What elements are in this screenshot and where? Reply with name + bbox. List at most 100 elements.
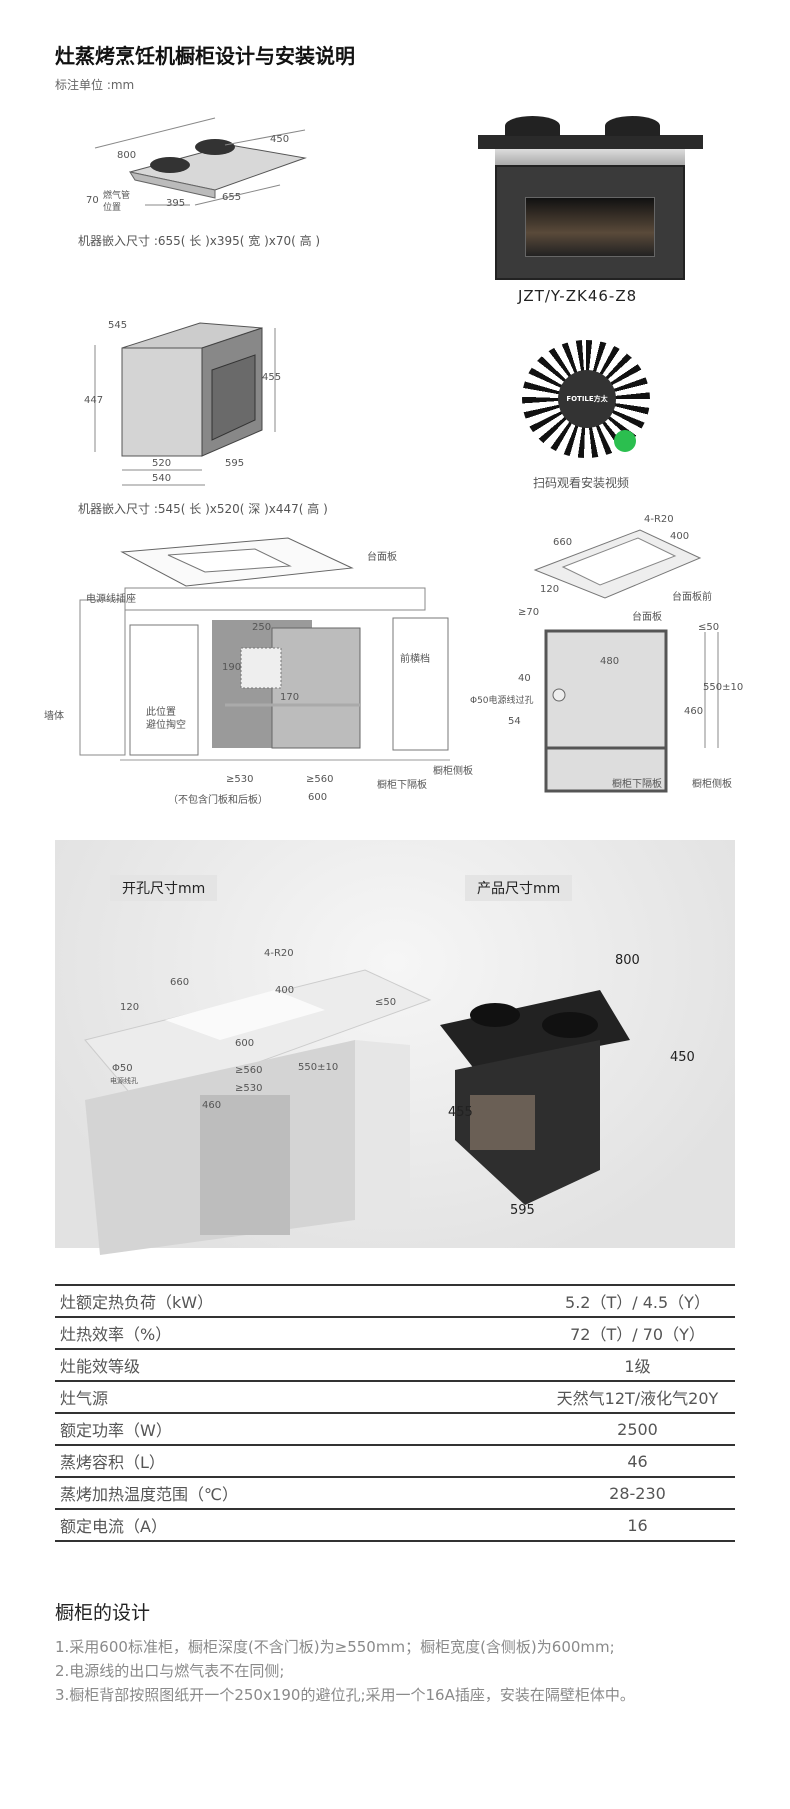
dim-540: 540: [152, 473, 172, 484]
burner-right: [605, 116, 660, 136]
dim-450: 450: [270, 134, 290, 145]
pdim-phi50: Φ50: [112, 1063, 133, 1074]
design-item-3: 3.橱柜背部按照图纸开一个250x190的避位孔;采用一个16A插座，安装在隔壁…: [55, 1686, 635, 1704]
miniprogram-icon: [614, 430, 636, 452]
dim-460: 460: [684, 706, 704, 717]
dim-50: ≤50: [698, 622, 720, 633]
pdim-800: 800: [615, 953, 640, 968]
design-item-1: 1.采用600标准柜，橱柜深度(不含门板)为≥550mm；橱柜宽度(含侧板)为6…: [55, 1638, 615, 1656]
spec-label: 灶能效等级: [55, 1349, 395, 1382]
dim-550: 550±10: [703, 682, 744, 693]
pdim-550: 550±10: [298, 1062, 339, 1073]
page-title: 灶蒸烤烹饪机橱柜设计与安装说明: [55, 44, 355, 68]
dim-40: 40: [518, 673, 531, 684]
spec-value: 2500: [395, 1413, 735, 1446]
dim-250: 250: [252, 622, 272, 633]
label-wall: 墙体: [44, 711, 64, 722]
spec-value: 天然气12T/液化气20Y: [395, 1381, 735, 1414]
label-lower-shelf: 橱柜下隔板: [377, 780, 427, 791]
spec-value: 1级: [395, 1349, 735, 1382]
spec-row: 灶热效率（%）72（T）/ 70（Y）: [55, 1317, 735, 1350]
spec-row: 灶额定热负荷（kW）5.2（T）/ 4.5（Y）: [55, 1284, 735, 1318]
dim-480: 480: [600, 656, 620, 667]
gas-label-1: 燃气管: [103, 191, 131, 201]
dim-190: 190: [222, 662, 242, 673]
spec-label: 灶热效率（%）: [55, 1317, 395, 1350]
dim-655: 655: [222, 192, 242, 203]
cabinet-left-drawing: [79, 537, 450, 761]
pdim-450: 450: [670, 1050, 695, 1065]
spec-value: 72（T）/ 70（Y）: [395, 1317, 735, 1350]
pdim-hole: 电源线孔: [110, 1077, 138, 1085]
spec-row: 额定电流（A）16: [55, 1509, 735, 1542]
dim-545: 545: [108, 320, 128, 331]
spec-row: 额定功率（W）2500: [55, 1413, 735, 1446]
dim-595: 595: [225, 458, 245, 469]
pdim-600: 600: [235, 1038, 255, 1049]
dim-54: 54: [508, 716, 521, 727]
label-side: 橱柜侧板: [692, 779, 732, 790]
dim-600: 600: [308, 792, 328, 803]
dim-530: ≥530: [226, 774, 254, 785]
unit-note: 标注单位 :mm: [55, 78, 135, 92]
oven-caption: 机器嵌入尺寸 :545( 长 )x520( 深 )x447( 高 ): [78, 502, 328, 516]
cabinet-photo: [84, 969, 630, 1255]
dim-520: 520: [152, 458, 172, 469]
oven-top: [495, 149, 685, 165]
model-number: JZT/Y-ZK46-Z8: [518, 287, 638, 305]
spec-label: 蒸烤容积（L）: [55, 1445, 395, 1478]
spec-value: 28-230: [395, 1477, 735, 1510]
dim-400: 400: [670, 531, 690, 542]
pdim-460: 460: [202, 1100, 222, 1111]
pdim-120: 120: [120, 1002, 140, 1013]
hob-glass: [478, 135, 703, 149]
spec-value: 46: [395, 1445, 735, 1478]
spec-label: 灶气源: [55, 1381, 395, 1414]
dim-70: ≥70: [518, 607, 540, 618]
dim-560: ≥560: [306, 774, 334, 785]
spec-label: 额定电流（A）: [55, 1509, 395, 1542]
pdim-660: 660: [170, 977, 190, 988]
label-side-panel: 橱柜侧板: [433, 766, 473, 777]
dim-800: 800: [117, 150, 137, 161]
label-front: 台面板前: [672, 592, 712, 603]
label-socket: 电源线插座: [86, 594, 136, 605]
hob-drawing: [94, 117, 307, 206]
pdim-560: ≥560: [235, 1065, 263, 1076]
spec-row: 灶气源天然气12T/液化气20Y: [55, 1381, 735, 1414]
design-item-2: 2.电源线的出口与燃气表不在同侧;: [55, 1662, 285, 1680]
label-note: （不包含门板和后板）: [168, 795, 268, 806]
tag-cutout-size: 开孔尺寸mm: [110, 875, 218, 901]
spec-value: 16: [395, 1509, 735, 1542]
pdim-50: ≤50: [375, 997, 397, 1008]
label-front-rail: 前横档: [400, 654, 430, 665]
label-hollow-1: 此位置: [146, 707, 176, 718]
pdim-r20: 4-R20: [264, 948, 294, 959]
dim-660: 660: [553, 537, 573, 548]
spec-label: 额定功率（W）: [55, 1413, 395, 1446]
burner-left: [505, 116, 560, 136]
design-heading: 橱柜的设计: [55, 1602, 151, 1624]
dim-170: 170: [280, 692, 300, 703]
dim-395: 395: [166, 198, 186, 209]
label-lower: 橱柜下隔板: [612, 779, 662, 790]
pdim-400: 400: [275, 985, 295, 996]
dim-455: 455: [262, 372, 282, 383]
gas-label-2: 位置: [103, 203, 122, 213]
pdim-455: 455: [448, 1105, 473, 1120]
dim-70: 70: [86, 195, 99, 206]
label-counter: 台面板: [632, 612, 662, 623]
oven-drawing: [94, 322, 276, 486]
spec-row: 蒸烤加热温度范围（℃）28-230: [55, 1477, 735, 1510]
dim-120: 120: [540, 584, 560, 595]
label-r20: 4-R20: [644, 514, 674, 525]
tag-product-size: 产品尺寸mm: [465, 875, 573, 901]
label-hollow-2: 避位掏空: [146, 720, 186, 731]
pdim-595: 595: [510, 1203, 535, 1218]
label-hole: Φ50电源线过孔: [470, 696, 534, 706]
hob-caption: 机器嵌入尺寸 :655( 长 )x395( 宽 )x70( 高 ): [78, 234, 321, 248]
qr-caption: 扫码观看安装视频: [533, 476, 630, 490]
installation-photo-panel: 开孔尺寸mm 产品尺寸mm 4-R20 660 400 120 ≤50 600 …: [55, 840, 735, 1255]
oven-window: [525, 197, 655, 257]
